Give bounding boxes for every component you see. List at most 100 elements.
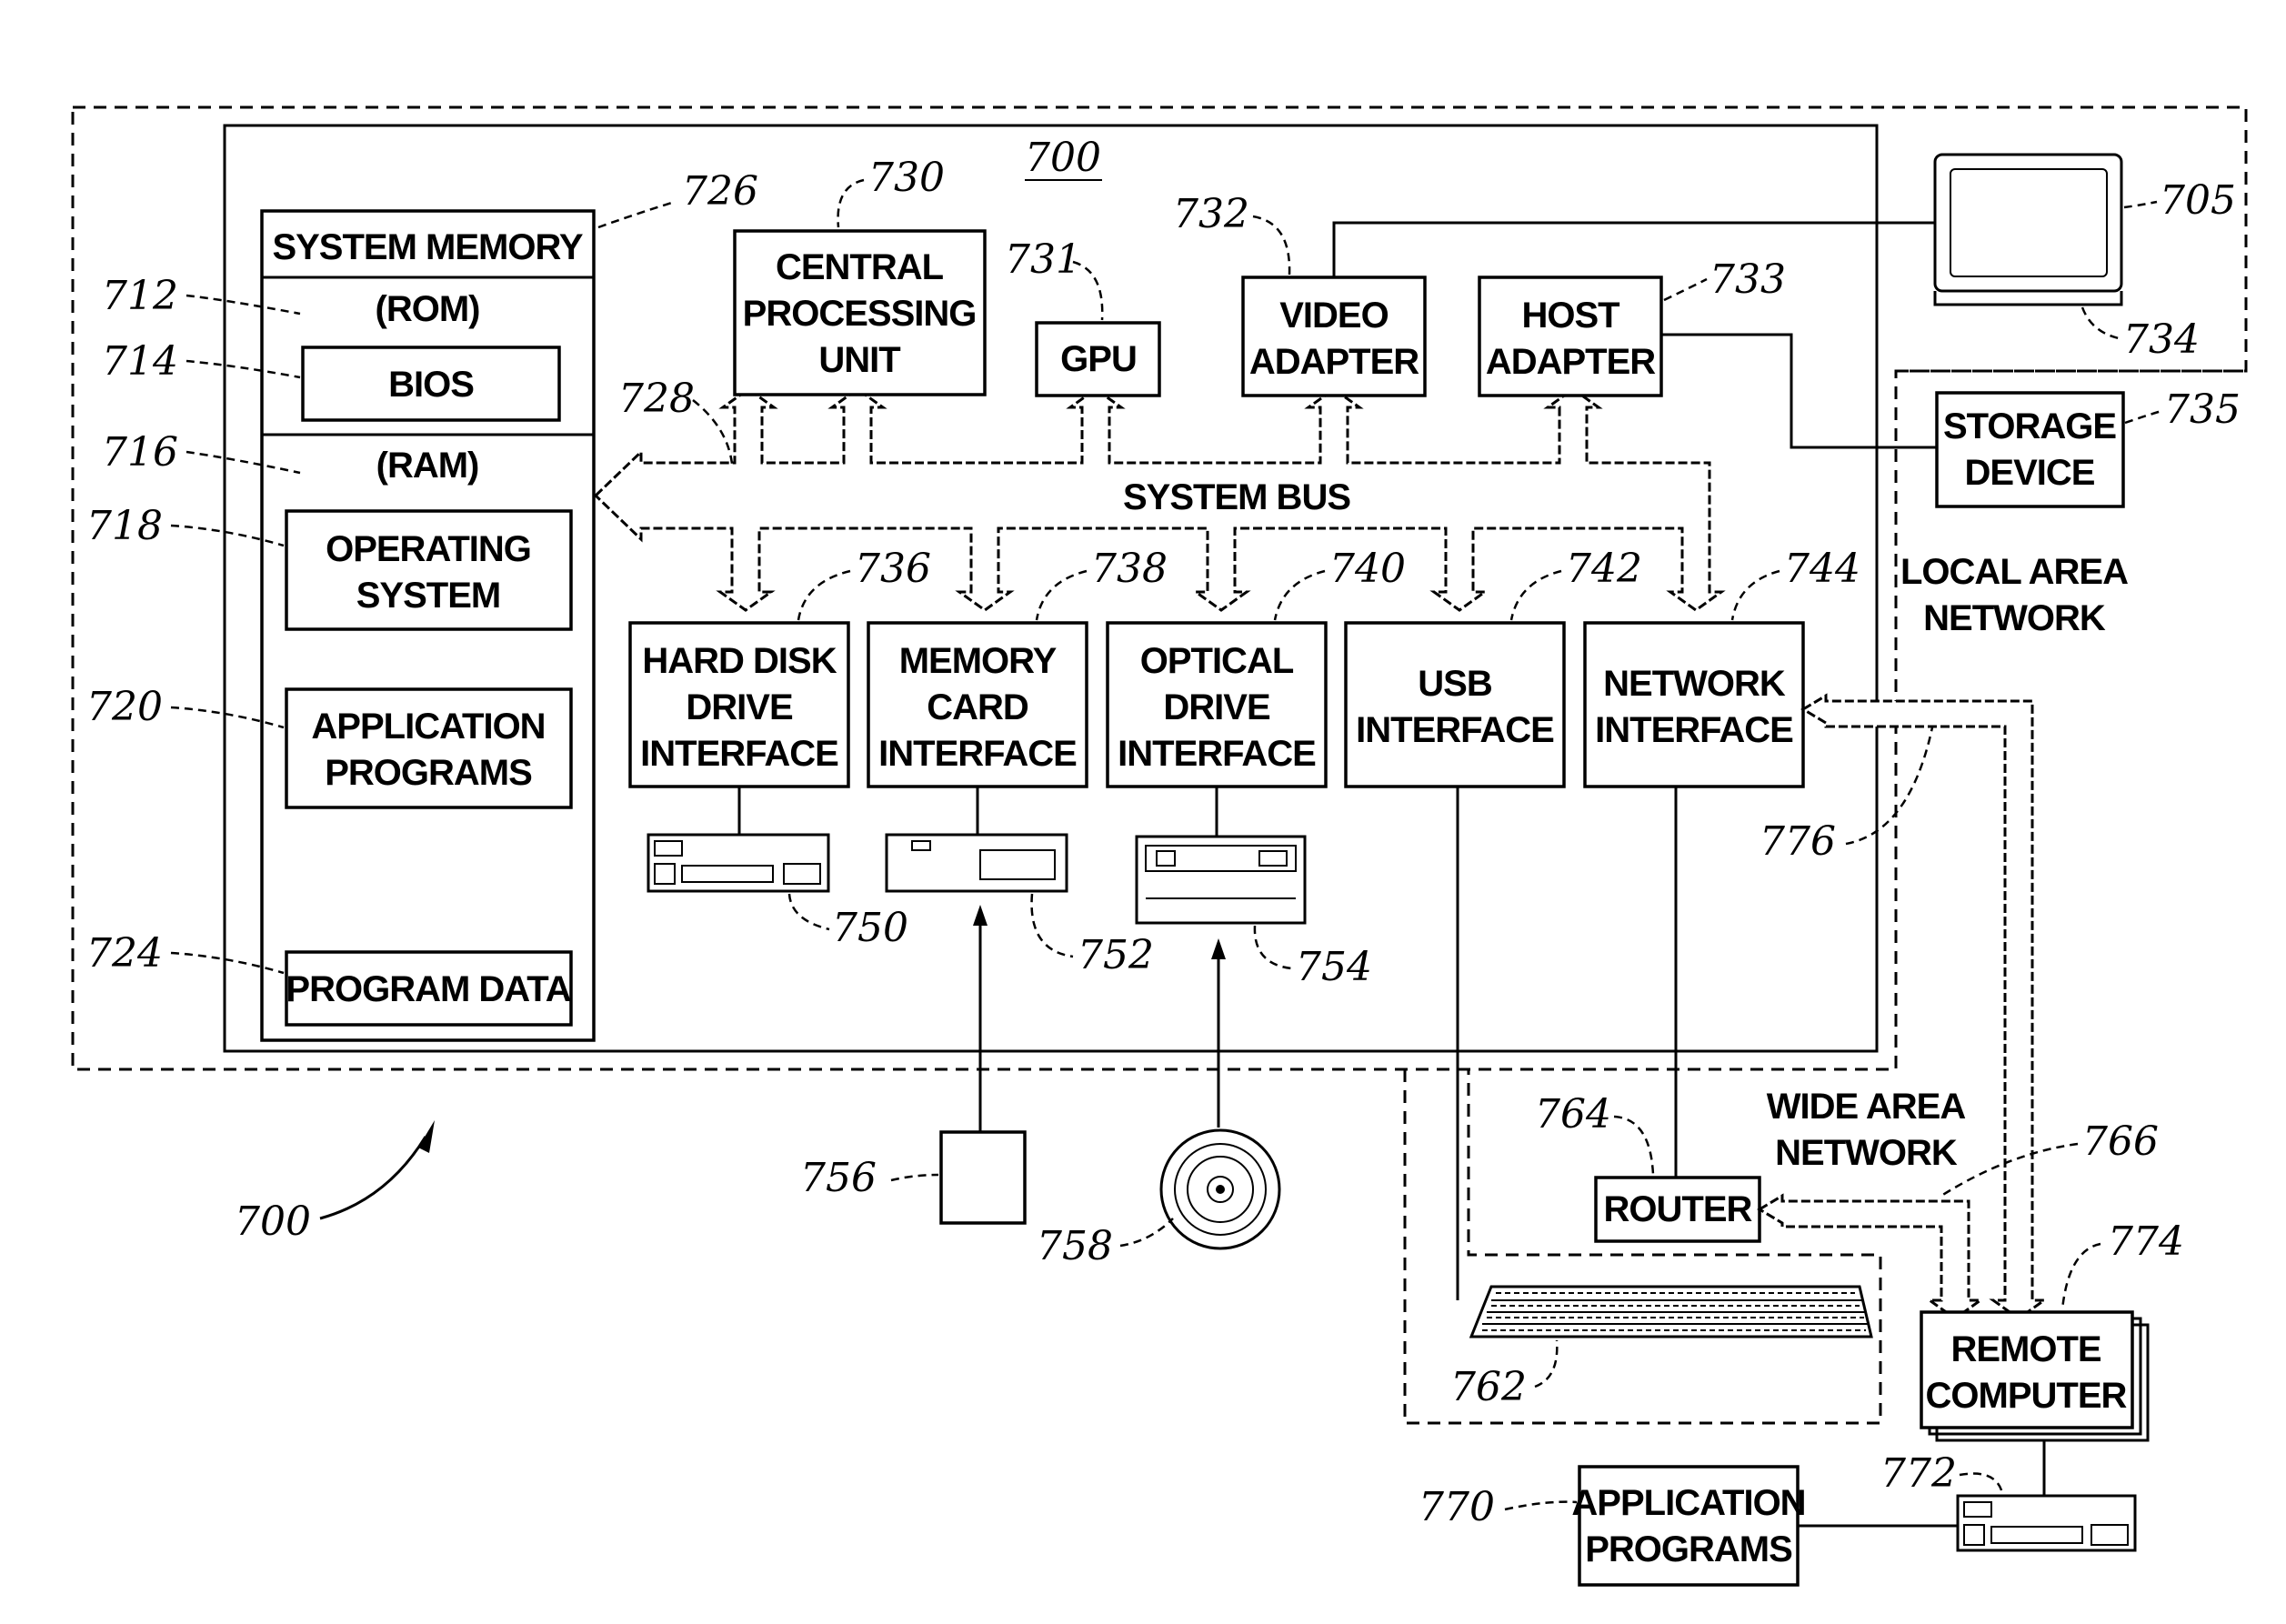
bios-ref: 714	[102, 338, 178, 385]
memory-card-interface-label-3: INTERFACE	[878, 734, 1077, 774]
video-to-monitor-line	[1334, 223, 1935, 277]
memory-card-interface-label-2: CARD	[927, 687, 1028, 727]
host-adapter-ref: 733	[1709, 256, 1786, 303]
monitor-screen	[1950, 169, 2107, 276]
memory-card-reader-icon	[887, 835, 1067, 891]
remote-computer-label-2: COMPUTER	[1926, 1376, 2128, 1416]
figure-ref-arrow-line	[320, 1137, 426, 1218]
hdd-interface-label-3: INTERFACE	[640, 734, 838, 774]
router-label: ROUTER	[1604, 1189, 1753, 1229]
monitor-icon	[1935, 155, 2121, 305]
memory-card-icon	[941, 1132, 1025, 1223]
keyboard-icon	[1471, 1287, 1871, 1337]
memory-card-interface-label-1: MEMORY	[899, 641, 1058, 681]
network-interface-box	[1585, 623, 1803, 787]
monitor-stand-leader	[2082, 307, 2119, 338]
cpu-label-3: UNIT	[818, 340, 900, 380]
storage-device-ref: 735	[2164, 386, 2241, 433]
storage-device-label-1: STORAGE	[1943, 406, 2116, 446]
keyboard-ref: 762	[1450, 1364, 1527, 1410]
usb-interface-leader	[1511, 571, 1561, 620]
operating-system-ref: 718	[86, 503, 163, 549]
lan-label-2: NETWORK	[1923, 598, 2106, 638]
gpu-label: GPU	[1060, 339, 1137, 379]
remote-application-programs-leader	[1505, 1502, 1577, 1509]
network-interface-label-1: NETWORK	[1603, 664, 1786, 704]
lan-label-1: LOCAL AREA	[1900, 552, 2128, 592]
monitor-leader	[2124, 202, 2157, 207]
optical-interface-label-3: INTERFACE	[1118, 734, 1316, 774]
card-reader-light	[912, 841, 930, 850]
remote-computer-label-1: REMOTE	[1950, 1329, 2101, 1369]
card-reader-leader	[1032, 894, 1073, 957]
wan-ref: 766	[2082, 1118, 2159, 1165]
ram-label: (RAM)	[376, 446, 479, 486]
program-data-label: PROGRAM DATA	[286, 969, 570, 1009]
host-adapter-label-2: ADAPTER	[1486, 342, 1656, 382]
system-bus-leader	[693, 400, 732, 464]
memory-card-interface-ref: 738	[1091, 546, 1168, 592]
application-programs-label-2: PROGRAMS	[325, 753, 532, 793]
system-memory-leader	[598, 202, 675, 227]
hdd-device-leader	[789, 894, 829, 929]
operating-system-label-2: SYSTEM	[356, 576, 500, 616]
monitor-frame	[1935, 155, 2121, 291]
remote-drive-port-right	[2091, 1525, 2128, 1545]
figure-ref-arrowhead-icon	[418, 1120, 435, 1153]
remote-application-programs-label-2: PROGRAMS	[1585, 1529, 1792, 1569]
optical-disc-leader	[1120, 1218, 1173, 1246]
optical-drive-ref: 754	[1296, 944, 1372, 990]
cpu-label-1: CENTRAL	[776, 247, 944, 287]
wan-label-1: WIDE AREA	[1767, 1087, 1966, 1127]
hdd-interface-ref: 736	[855, 546, 931, 592]
usb-interface-ref: 742	[1566, 546, 1642, 592]
storage-device-label-2: DEVICE	[1965, 453, 2095, 493]
storage-device-leader	[2125, 411, 2161, 423]
optical-interface-ref: 740	[1329, 546, 1406, 592]
remote-computer-ref: 774	[2108, 1218, 2184, 1265]
optical-drive-icon	[1137, 837, 1305, 923]
optical-disc-ref: 758	[1037, 1223, 1113, 1269]
video-adapter-label-1: VIDEO	[1279, 296, 1388, 336]
card-reader-body	[887, 835, 1067, 891]
gpu-ref: 731	[1005, 236, 1081, 283]
hdd-interface-label-1: HARD DISK	[642, 641, 837, 681]
usb-interface-label-2: INTERFACE	[1356, 710, 1554, 750]
cpu-label-2: PROCESSING	[743, 294, 977, 334]
optical-drive-leader	[1255, 926, 1291, 968]
optical-disc-arrow-icon	[1211, 938, 1226, 959]
program-data-ref: 724	[86, 930, 163, 977]
monitor-stand-ref: 734	[2123, 316, 2200, 363]
monitor-base	[1935, 291, 2121, 305]
optical-disc-icon	[1161, 1130, 1279, 1248]
memory-card-interface-leader	[1037, 571, 1087, 620]
ram-ref: 716	[102, 429, 178, 476]
system-bus-ref: 728	[618, 376, 695, 422]
optical-drive-eject	[1259, 851, 1287, 866]
remote-drive-slot	[1991, 1527, 2082, 1543]
system-bus-label: SYSTEM BUS	[1123, 477, 1350, 517]
host-adapter-leader	[1664, 279, 1707, 300]
optical-interface-leader	[1275, 571, 1325, 620]
remote-computer-leader	[2062, 1244, 2101, 1309]
hdd-light	[655, 841, 682, 856]
cpu-ref: 730	[868, 155, 945, 201]
card-reader-ref: 752	[1078, 932, 1154, 978]
hdd-interface-label-2: DRIVE	[686, 687, 793, 727]
remote-drive-ref: 772	[1880, 1450, 1957, 1497]
network-interface-ref: 744	[1784, 546, 1860, 592]
router-leader	[1614, 1117, 1653, 1175]
operating-system-label-1: OPERATING	[326, 529, 531, 569]
figure-ref: 700	[235, 1198, 311, 1245]
remote-drive-port-left	[1964, 1525, 1984, 1545]
memory-card-leader	[891, 1175, 938, 1180]
hdd-slot	[682, 866, 773, 882]
router-ref: 764	[1535, 1091, 1611, 1138]
system-memory-label: SYSTEM MEMORY	[272, 227, 583, 267]
remote-drive-icon	[1958, 1496, 2135, 1550]
remote-drive-light	[1964, 1502, 1991, 1517]
optical-disc-hole	[1216, 1185, 1225, 1194]
optical-drive-button	[1157, 851, 1175, 866]
video-adapter-leader	[1253, 216, 1289, 275]
